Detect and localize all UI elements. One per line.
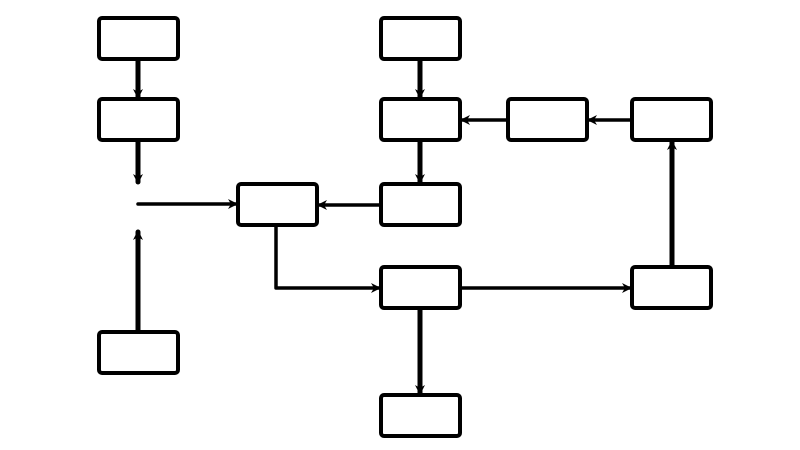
node-box-n12 — [630, 265, 713, 310]
edge-arrow-6 — [274, 223, 381, 293]
node-box-n10 — [630, 97, 713, 142]
node-box-n3 — [97, 330, 180, 375]
node-box-n2 — [97, 97, 180, 142]
node-box-n9 — [506, 97, 589, 142]
nodes-layer — [97, 16, 713, 438]
edges-layer — [133, 56, 677, 396]
node-box-n4 — [236, 182, 319, 227]
node-box-n6 — [379, 182, 462, 227]
node-box-n11 — [379, 265, 462, 310]
node-box-n8 — [379, 97, 462, 142]
node-box-n13 — [379, 393, 462, 438]
node-box-n5 — [379, 16, 462, 61]
node-box-n1 — [97, 16, 180, 61]
